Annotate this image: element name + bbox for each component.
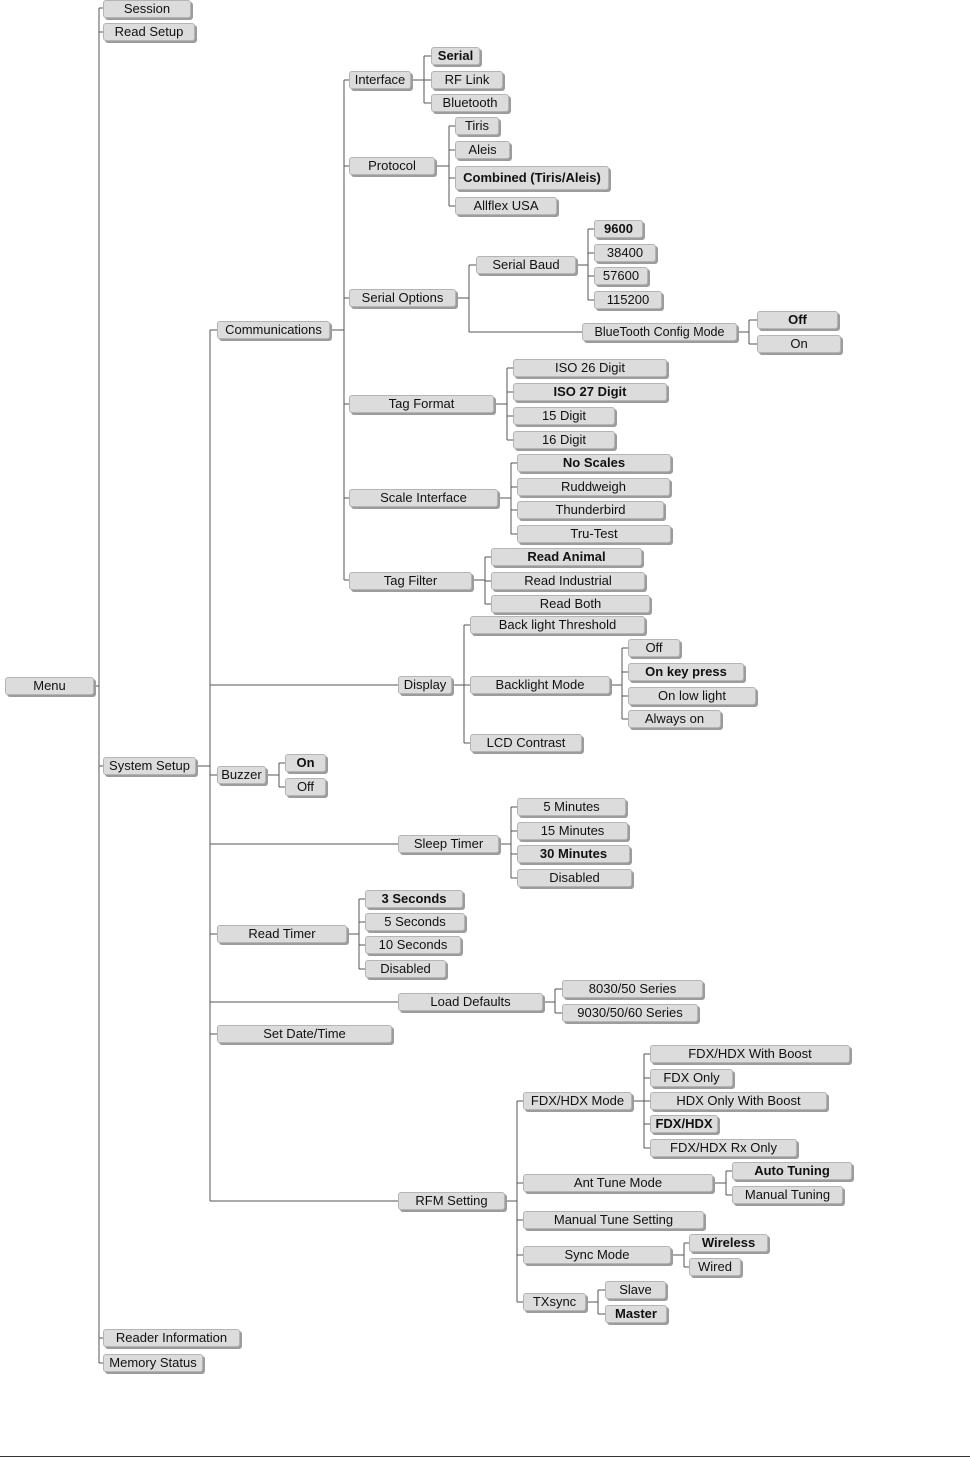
interface[interactable]: Interface: [349, 71, 411, 89]
scale-option-thunderbird[interactable]: Thunderbird: [517, 501, 664, 519]
menu-read-setup[interactable]: Read Setup: [103, 23, 195, 41]
protocol-option-aleis[interactable]: Aleis: [455, 141, 510, 159]
sleep-option-disabled[interactable]: Disabled: [517, 869, 632, 887]
protocol-option-combined[interactable]: Combined (Tiris/Aleis): [455, 166, 609, 190]
scale-option-tru-test[interactable]: Tru-Test: [517, 525, 671, 543]
menu-session[interactable]: Session: [103, 0, 191, 18]
fdx-hdx-option-fdx-only[interactable]: FDX Only: [650, 1069, 733, 1087]
bluetooth-config-mode[interactable]: BlueTooth Config Mode: [582, 323, 737, 341]
fdx-hdx-mode[interactable]: FDX/HDX Mode: [523, 1092, 632, 1110]
read-timer[interactable]: Read Timer: [217, 925, 347, 943]
ant-tune-option-auto[interactable]: Auto Tuning: [732, 1162, 852, 1180]
tag-filter-option-read-animal[interactable]: Read Animal: [491, 548, 642, 566]
bottom-rule: [0, 1456, 970, 1457]
sync-option-wireless[interactable]: Wireless: [689, 1234, 768, 1252]
set-date-time[interactable]: Set Date/Time: [217, 1025, 392, 1043]
protocol-option-allflex-usa[interactable]: Allflex USA: [455, 197, 557, 215]
load-defaults-option-9030-50-60[interactable]: 9030/50/60 Series: [562, 1004, 698, 1022]
tag-filter[interactable]: Tag Filter: [349, 572, 472, 590]
sleep-option-5-minutes[interactable]: 5 Minutes: [517, 798, 626, 816]
fdx-hdx-option-hdx-only-with-boost[interactable]: HDX Only With Boost: [650, 1092, 827, 1110]
serial-options[interactable]: Serial Options: [349, 289, 456, 307]
menu-root[interactable]: Menu: [5, 677, 94, 695]
baud-option-38400[interactable]: 38400: [594, 244, 656, 262]
tag-filter-option-read-both[interactable]: Read Both: [491, 595, 650, 613]
tag-filter-option-read-industrial[interactable]: Read Industrial: [491, 572, 645, 590]
protocol[interactable]: Protocol: [349, 157, 435, 175]
baud-option-57600[interactable]: 57600: [594, 267, 648, 285]
sleep-option-15-minutes[interactable]: 15 Minutes: [517, 822, 628, 840]
backlight-option-on-key-press[interactable]: On key press: [628, 663, 744, 681]
communications[interactable]: Communications: [217, 321, 330, 339]
scale-option-no-scales[interactable]: No Scales: [517, 454, 671, 472]
read-timer-option-3-seconds[interactable]: 3 Seconds: [365, 890, 463, 908]
read-timer-option-5-seconds[interactable]: 5 Seconds: [365, 913, 465, 931]
txsync-option-master[interactable]: Master: [605, 1305, 667, 1323]
sync-option-wired[interactable]: Wired: [689, 1258, 741, 1276]
load-defaults[interactable]: Load Defaults: [398, 993, 543, 1011]
txsync[interactable]: TXsync: [523, 1293, 586, 1311]
load-defaults-option-8030-50[interactable]: 8030/50 Series: [562, 980, 703, 998]
ant-tune-option-manual[interactable]: Manual Tuning: [732, 1186, 843, 1204]
serial-baud[interactable]: Serial Baud: [476, 256, 576, 274]
lcd-contrast[interactable]: LCD Contrast: [470, 734, 582, 752]
menu-memory-status[interactable]: Memory Status: [103, 1354, 203, 1372]
bluetooth-option-on[interactable]: On: [757, 335, 841, 353]
sleep-timer[interactable]: Sleep Timer: [398, 835, 499, 853]
menu-reader-information[interactable]: Reader Information: [103, 1329, 240, 1347]
baud-option-115200[interactable]: 115200: [594, 291, 662, 309]
fdx-hdx-option-rx-only[interactable]: FDX/HDX Rx Only: [650, 1139, 797, 1157]
scale-interface[interactable]: Scale Interface: [349, 489, 498, 507]
backlight-option-on-low-light[interactable]: On low light: [628, 687, 756, 705]
read-timer-option-disabled[interactable]: Disabled: [365, 960, 446, 978]
tag-format-option-iso27[interactable]: ISO 27 Digit: [513, 383, 667, 401]
interface-option-bluetooth[interactable]: Bluetooth: [431, 94, 509, 112]
backlight-option-always-on[interactable]: Always on: [628, 710, 721, 728]
fdx-hdx-option-fdx-hdx[interactable]: FDX/HDX: [650, 1115, 718, 1133]
protocol-option-tiris[interactable]: Tiris: [455, 117, 499, 135]
tag-format-option-iso26[interactable]: ISO 26 Digit: [513, 359, 667, 377]
txsync-option-slave[interactable]: Slave: [605, 1281, 666, 1299]
buzzer-option-on[interactable]: On: [285, 754, 326, 772]
baud-option-9600[interactable]: 9600: [594, 220, 643, 238]
read-timer-option-10-seconds[interactable]: 10 Seconds: [365, 936, 461, 954]
menu-system-setup[interactable]: System Setup: [103, 757, 196, 775]
backlight-threshold[interactable]: Back light Threshold: [470, 616, 645, 634]
scale-option-ruddweigh[interactable]: Ruddweigh: [517, 478, 670, 496]
rfm-setting[interactable]: RFM Setting: [398, 1192, 505, 1210]
buzzer-option-off[interactable]: Off: [285, 778, 326, 796]
bluetooth-option-off[interactable]: Off: [757, 311, 838, 329]
backlight-mode[interactable]: Backlight Mode: [470, 676, 610, 694]
manual-tune-setting[interactable]: Manual Tune Setting: [523, 1211, 704, 1229]
sleep-option-30-minutes[interactable]: 30 Minutes: [517, 845, 630, 863]
interface-option-serial[interactable]: Serial: [431, 47, 480, 65]
tag-format-option-16-digit[interactable]: 16 Digit: [513, 431, 615, 449]
fdx-hdx-option-with-boost[interactable]: FDX/HDX With Boost: [650, 1045, 850, 1063]
display[interactable]: Display: [398, 676, 452, 694]
sync-mode[interactable]: Sync Mode: [523, 1246, 671, 1264]
tag-format-option-15-digit[interactable]: 15 Digit: [513, 407, 615, 425]
ant-tune-mode[interactable]: Ant Tune Mode: [523, 1174, 713, 1192]
tag-format[interactable]: Tag Format: [349, 395, 494, 413]
interface-option-rf-link[interactable]: RF Link: [431, 71, 503, 89]
backlight-option-off[interactable]: Off: [628, 639, 680, 657]
buzzer[interactable]: Buzzer: [217, 766, 266, 784]
